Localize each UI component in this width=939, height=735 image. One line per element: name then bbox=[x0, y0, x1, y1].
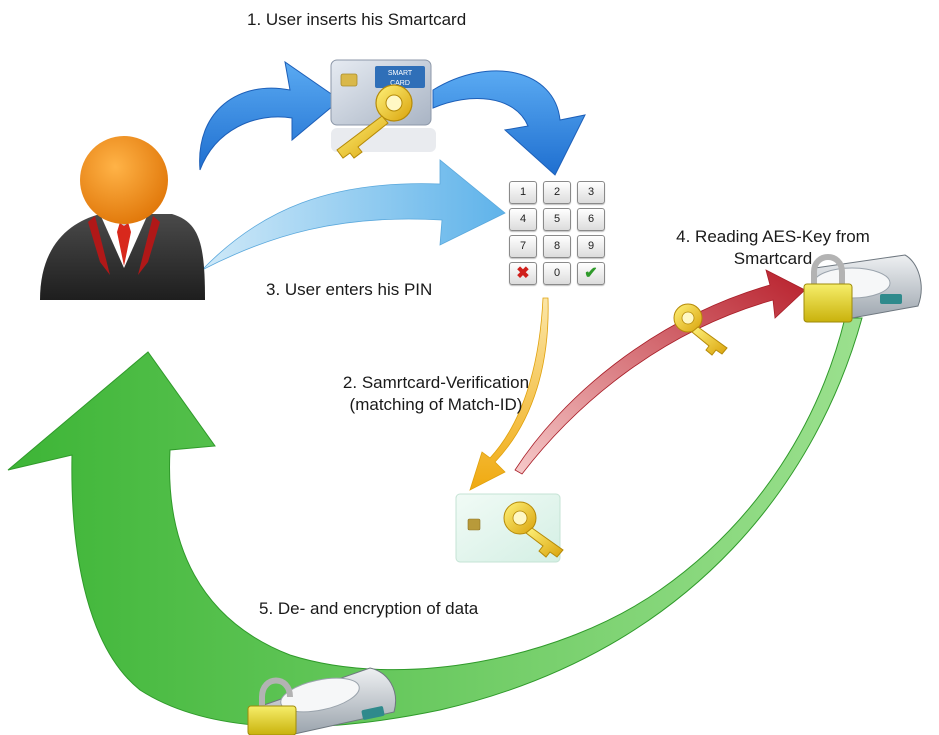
pin-keypad: 1 2 3 4 5 6 7 8 9 ✖ 0 ✔ bbox=[507, 179, 607, 287]
keypad-key-0[interactable]: 0 bbox=[543, 262, 571, 285]
arrow-orange-verification bbox=[469, 297, 549, 491]
keypad-key-5[interactable]: 5 bbox=[543, 208, 571, 231]
arrow-light-blue-pin bbox=[201, 159, 506, 271]
keypad-key-9[interactable]: 9 bbox=[577, 235, 605, 258]
keypad-cancel-icon[interactable]: ✖ bbox=[509, 262, 537, 285]
unlocked-drive-icon bbox=[247, 667, 396, 735]
step4-label-line2: Smartcard bbox=[733, 249, 813, 268]
keypad-key-4[interactable]: 4 bbox=[509, 208, 537, 231]
keypad-key-3[interactable]: 3 bbox=[577, 181, 605, 204]
keypad-key-2[interactable]: 2 bbox=[543, 181, 571, 204]
locked-drive-icon bbox=[803, 254, 922, 323]
step1-label: 1. User inserts his Smartcard bbox=[247, 10, 467, 29]
step5-label: 5. De- and encryption of data bbox=[259, 599, 479, 618]
keypad-confirm-icon[interactable]: ✔ bbox=[577, 262, 605, 285]
key-icon bbox=[336, 84, 413, 159]
verification-card-icon bbox=[455, 493, 564, 563]
smartcard-label-line1: SMART bbox=[388, 70, 413, 77]
keypad-key-7[interactable]: 7 bbox=[509, 235, 537, 258]
user-icon bbox=[40, 136, 205, 300]
keypad-key-8[interactable]: 8 bbox=[543, 235, 571, 258]
arrow-red-read-key bbox=[514, 269, 806, 475]
arrow-green-decrypt bbox=[7, 317, 863, 728]
floating-key-icon bbox=[673, 303, 728, 356]
keypad-key-1[interactable]: 1 bbox=[509, 181, 537, 204]
keypad-key-6[interactable]: 6 bbox=[577, 208, 605, 231]
step4-label-line1: 4. Reading AES-Key from bbox=[676, 227, 870, 246]
arrow-blue-to-keypad bbox=[432, 70, 586, 176]
smartcard-label-line2: CARD bbox=[390, 80, 410, 87]
arrow-blue-to-card bbox=[199, 60, 341, 171]
step2-label-line2: (matching of Match-ID) bbox=[349, 395, 523, 414]
step3-label: 3. User enters his PIN bbox=[266, 280, 433, 299]
step2-label-line1: 2. Samrtcard-Verification bbox=[342, 373, 530, 392]
